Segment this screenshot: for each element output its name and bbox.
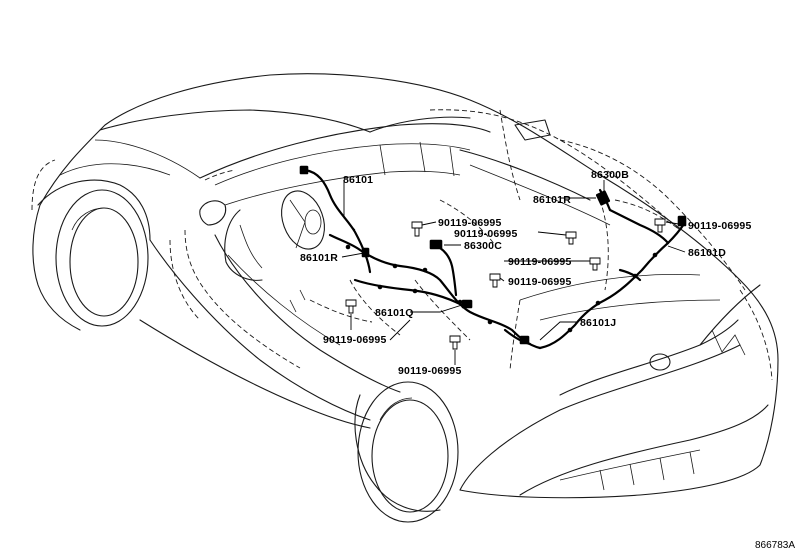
label-86300C: 86300C xyxy=(464,240,502,252)
bolts xyxy=(345,218,666,350)
connector-86101Q xyxy=(461,299,473,309)
connector-front xyxy=(299,165,309,175)
bolt-icon xyxy=(589,257,601,271)
bolt-icon xyxy=(411,221,423,237)
bolt-icon xyxy=(565,231,577,245)
label-86101: 86101 xyxy=(343,174,373,186)
label-bolt-d: 90119-06995 xyxy=(508,256,572,268)
connector-86101D xyxy=(677,215,687,227)
hidden-lines xyxy=(31,109,773,381)
steering-wheel xyxy=(281,190,325,250)
label-86101R-upper: 86101R xyxy=(533,194,571,206)
rear-wheel xyxy=(354,381,459,523)
connector-86101R-lower xyxy=(361,247,370,258)
bolt-icon xyxy=(345,299,357,314)
connector-86101J xyxy=(519,335,530,345)
label-86101R-lower: 86101R xyxy=(300,252,338,264)
figure-id: 866783A xyxy=(755,540,795,551)
label-bolt-c: 90119-06995 xyxy=(688,220,752,232)
connector-86300C xyxy=(429,239,443,250)
bolt-icon xyxy=(654,218,666,233)
label-bolt-e: 90119-06995 xyxy=(508,276,572,288)
connector-86300B xyxy=(595,190,611,206)
label-86101D: 86101D xyxy=(688,247,726,259)
label-bolt-g: 90119-06995 xyxy=(398,365,462,377)
bolt-icon xyxy=(489,273,501,288)
part-labels: 86101 86101R 86300B 86300C 86101D 86101R… xyxy=(300,169,752,377)
label-bolt-b: 90119-06995 xyxy=(454,228,518,240)
label-bolt-a: 90119-06995 xyxy=(438,217,502,229)
car-body xyxy=(32,73,779,523)
label-bolt-f: 90119-06995 xyxy=(323,334,387,346)
label-86101Q: 86101Q xyxy=(375,307,414,319)
front-wheel xyxy=(55,189,149,327)
leader-lines xyxy=(341,180,686,365)
emblem-icon xyxy=(649,353,671,371)
bolt-icon xyxy=(449,335,461,350)
label-86101J: 86101J xyxy=(580,317,616,329)
label-86300B: 86300B xyxy=(591,169,629,181)
wire-harness xyxy=(299,165,687,350)
